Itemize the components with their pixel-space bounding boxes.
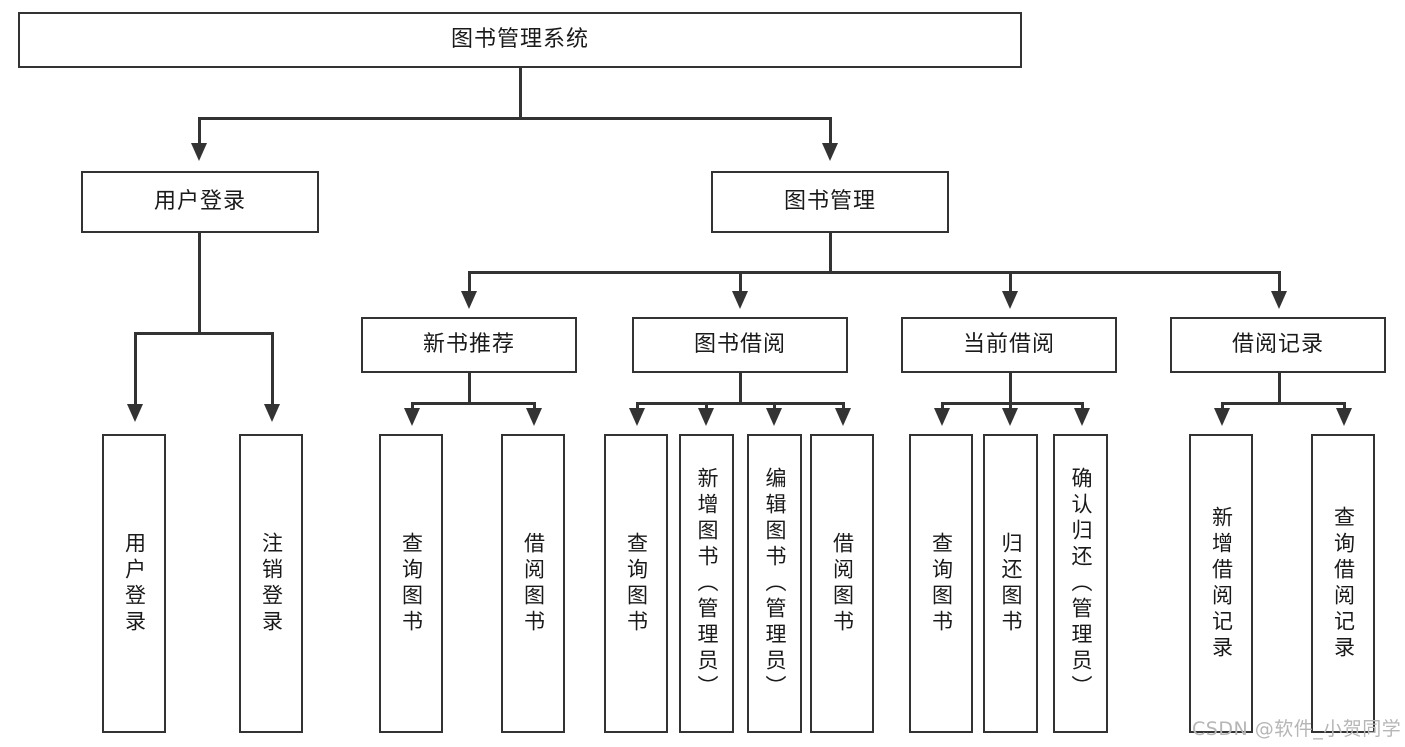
node-leaf-logout-login[interactable]: 注销登录 — [239, 434, 303, 733]
connector-current-borrow-drop-3 — [1081, 402, 1084, 410]
node-leaf-add-record-label: 新增借阅记录 — [1209, 505, 1234, 662]
connector-book-manage-stem — [829, 233, 832, 273]
connector-level3-drop-borrow-record — [1278, 271, 1281, 293]
arrow-new-book-rec — [461, 291, 477, 309]
arrow-leaf-query-book-3 — [934, 408, 950, 426]
arrow-leaf-query-record — [1336, 408, 1352, 426]
arrow-leaf-return-book — [1002, 408, 1018, 426]
node-leaf-logout-login-label: 注销登录 — [259, 531, 284, 636]
node-book-manage-label: 图书管理 — [783, 189, 876, 215]
node-leaf-add-record[interactable]: 新增借阅记录 — [1189, 434, 1253, 733]
arrow-leaf-logout-login — [264, 404, 280, 422]
node-leaf-add-book-label: 新增图书（管理员） — [695, 466, 719, 701]
connector-book-borrow-drop-4 — [842, 402, 845, 410]
connector-borrow-record-drop-1 — [1221, 402, 1224, 410]
node-leaf-borrow-book-1-label: 借阅图书 — [521, 531, 546, 636]
node-user-login-label: 用户登录 — [153, 189, 246, 215]
node-leaf-confirm-return-label: 确认归还（管理员） — [1069, 466, 1093, 701]
node-leaf-confirm-return[interactable]: 确认归还（管理员） — [1053, 434, 1108, 733]
connector-book-borrow-bus — [636, 402, 844, 405]
node-leaf-query-book-3-label: 查询图书 — [929, 531, 954, 636]
arrow-leaf-user-login — [127, 404, 143, 422]
node-root[interactable]: 图书管理系统 — [18, 12, 1022, 68]
arrow-book-borrow — [732, 291, 748, 309]
node-leaf-query-book-3[interactable]: 查询图书 — [909, 434, 973, 733]
connector-level2-drop-book-manage — [829, 117, 832, 145]
node-leaf-edit-book-label: 编辑图书（管理员） — [763, 466, 787, 701]
connector-level3-drop-current-borrow — [1009, 271, 1012, 293]
node-borrow-record[interactable]: 借阅记录 — [1170, 317, 1386, 373]
node-book-manage[interactable]: 图书管理 — [711, 171, 949, 233]
connector-new-book-rec-stem — [468, 373, 471, 404]
node-leaf-query-book-2-label: 查询图书 — [624, 531, 649, 636]
connector-borrow-record-bus — [1221, 402, 1345, 405]
node-new-book-rec-label: 新书推荐 — [422, 332, 515, 358]
node-leaf-borrow-book-1[interactable]: 借阅图书 — [501, 434, 565, 733]
connector-new-book-rec-bus — [411, 402, 535, 405]
connector-new-book-rec-drop-2 — [533, 402, 536, 410]
arrow-leaf-borrow-book-1 — [526, 408, 542, 426]
connector-book-borrow-drop-1 — [636, 402, 639, 410]
node-leaf-borrow-book-2-label: 借阅图书 — [830, 531, 855, 636]
node-current-borrow-label: 当前借阅 — [962, 332, 1055, 358]
watermark-text: CSDN @软件_小贺同学 — [1192, 718, 1402, 740]
node-leaf-user-login-label: 用户登录 — [122, 531, 147, 636]
connector-current-borrow-drop-2 — [1009, 402, 1012, 410]
connector-borrow-record-stem — [1278, 373, 1281, 404]
connector-new-book-rec-drop-1 — [411, 402, 414, 410]
node-leaf-return-book[interactable]: 归还图书 — [983, 434, 1038, 733]
arrow-leaf-add-book — [698, 408, 714, 426]
connector-level2-bus — [198, 117, 831, 120]
node-leaf-edit-book[interactable]: 编辑图书（管理员） — [747, 434, 802, 733]
connector-book-borrow-drop-3 — [773, 402, 776, 410]
node-current-borrow[interactable]: 当前借阅 — [901, 317, 1117, 373]
connector-root-stem — [519, 68, 522, 119]
connector-borrow-record-drop-2 — [1343, 402, 1346, 410]
connector-book-borrow-stem — [739, 373, 742, 404]
node-leaf-query-record[interactable]: 查询借阅记录 — [1311, 434, 1375, 733]
arrow-borrow-record — [1271, 291, 1287, 309]
arrow-book-manage — [822, 143, 838, 161]
node-user-login[interactable]: 用户登录 — [81, 171, 319, 233]
connector-user-login-drop-1 — [134, 332, 137, 406]
node-book-borrow-label: 图书借阅 — [693, 332, 786, 358]
connector-user-login-stem — [198, 233, 201, 334]
arrow-leaf-borrow-book-2 — [835, 408, 851, 426]
arrow-user-login — [191, 143, 207, 161]
node-root-label: 图书管理系统 — [450, 27, 589, 53]
node-borrow-record-label: 借阅记录 — [1231, 332, 1324, 358]
arrow-leaf-confirm-return — [1074, 408, 1090, 426]
arrow-leaf-query-book-2 — [629, 408, 645, 426]
node-leaf-query-record-label: 查询借阅记录 — [1331, 505, 1356, 662]
connector-current-borrow-stem — [1009, 373, 1012, 404]
arrow-current-borrow — [1002, 291, 1018, 309]
node-leaf-borrow-book-2[interactable]: 借阅图书 — [810, 434, 874, 733]
connector-user-login-bus — [134, 332, 273, 335]
arrow-leaf-edit-book — [766, 408, 782, 426]
node-leaf-query-book-1-label: 查询图书 — [399, 531, 424, 636]
node-leaf-query-book-2[interactable]: 查询图书 — [604, 434, 668, 733]
node-leaf-return-book-label: 归还图书 — [999, 531, 1023, 636]
node-new-book-rec[interactable]: 新书推荐 — [361, 317, 577, 373]
connector-user-login-drop-2 — [271, 332, 274, 406]
arrow-leaf-query-book-1 — [404, 408, 420, 426]
connector-level3-drop-new-book-rec — [468, 271, 471, 293]
node-leaf-query-book-1[interactable]: 查询图书 — [379, 434, 443, 733]
connector-level3-drop-book-borrow — [739, 271, 742, 293]
connector-current-borrow-drop-1 — [941, 402, 944, 410]
connector-book-borrow-drop-2 — [705, 402, 708, 410]
connector-level3-bus — [468, 271, 1280, 274]
node-leaf-user-login[interactable]: 用户登录 — [102, 434, 166, 733]
connector-level2-drop-user-login — [198, 117, 201, 145]
arrow-leaf-add-record — [1214, 408, 1230, 426]
connector-current-borrow-bus — [941, 402, 1083, 405]
node-leaf-add-book[interactable]: 新增图书（管理员） — [679, 434, 734, 733]
node-book-borrow[interactable]: 图书借阅 — [632, 317, 848, 373]
